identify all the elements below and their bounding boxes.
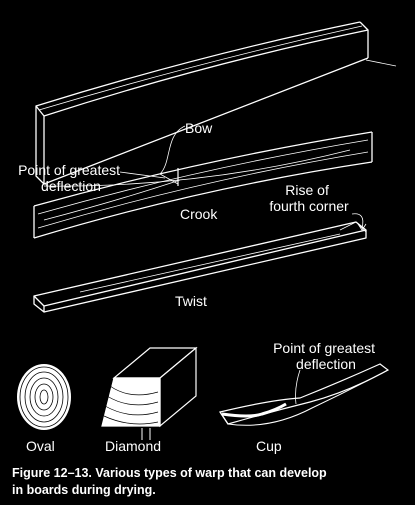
twist-board [33, 221, 367, 313]
label-oval: Oval [26, 438, 55, 454]
label-point-greatest-deflection-2: Point of greatest deflection [273, 340, 379, 372]
label-point-greatest-deflection-1: Point of greatest deflection [18, 162, 124, 194]
bow-board [35, 21, 397, 185]
label-crook: Crook [180, 206, 218, 222]
oval-cross-section [17, 364, 71, 430]
label-diamond: Diamond [105, 438, 161, 454]
label-cup: Cup [256, 438, 282, 454]
crook-board [33, 131, 373, 239]
figure-caption: Figure 12–13. Various types of warp that… [12, 466, 330, 497]
label-rise-fourth-corner: Rise of fourth corner [269, 182, 349, 214]
label-bow: Bow [185, 120, 213, 136]
diamond-cross-section [101, 346, 198, 440]
label-twist: Twist [175, 293, 207, 309]
rise-fourth-corner-arrow [351, 213, 367, 231]
cup-board [219, 363, 390, 426]
